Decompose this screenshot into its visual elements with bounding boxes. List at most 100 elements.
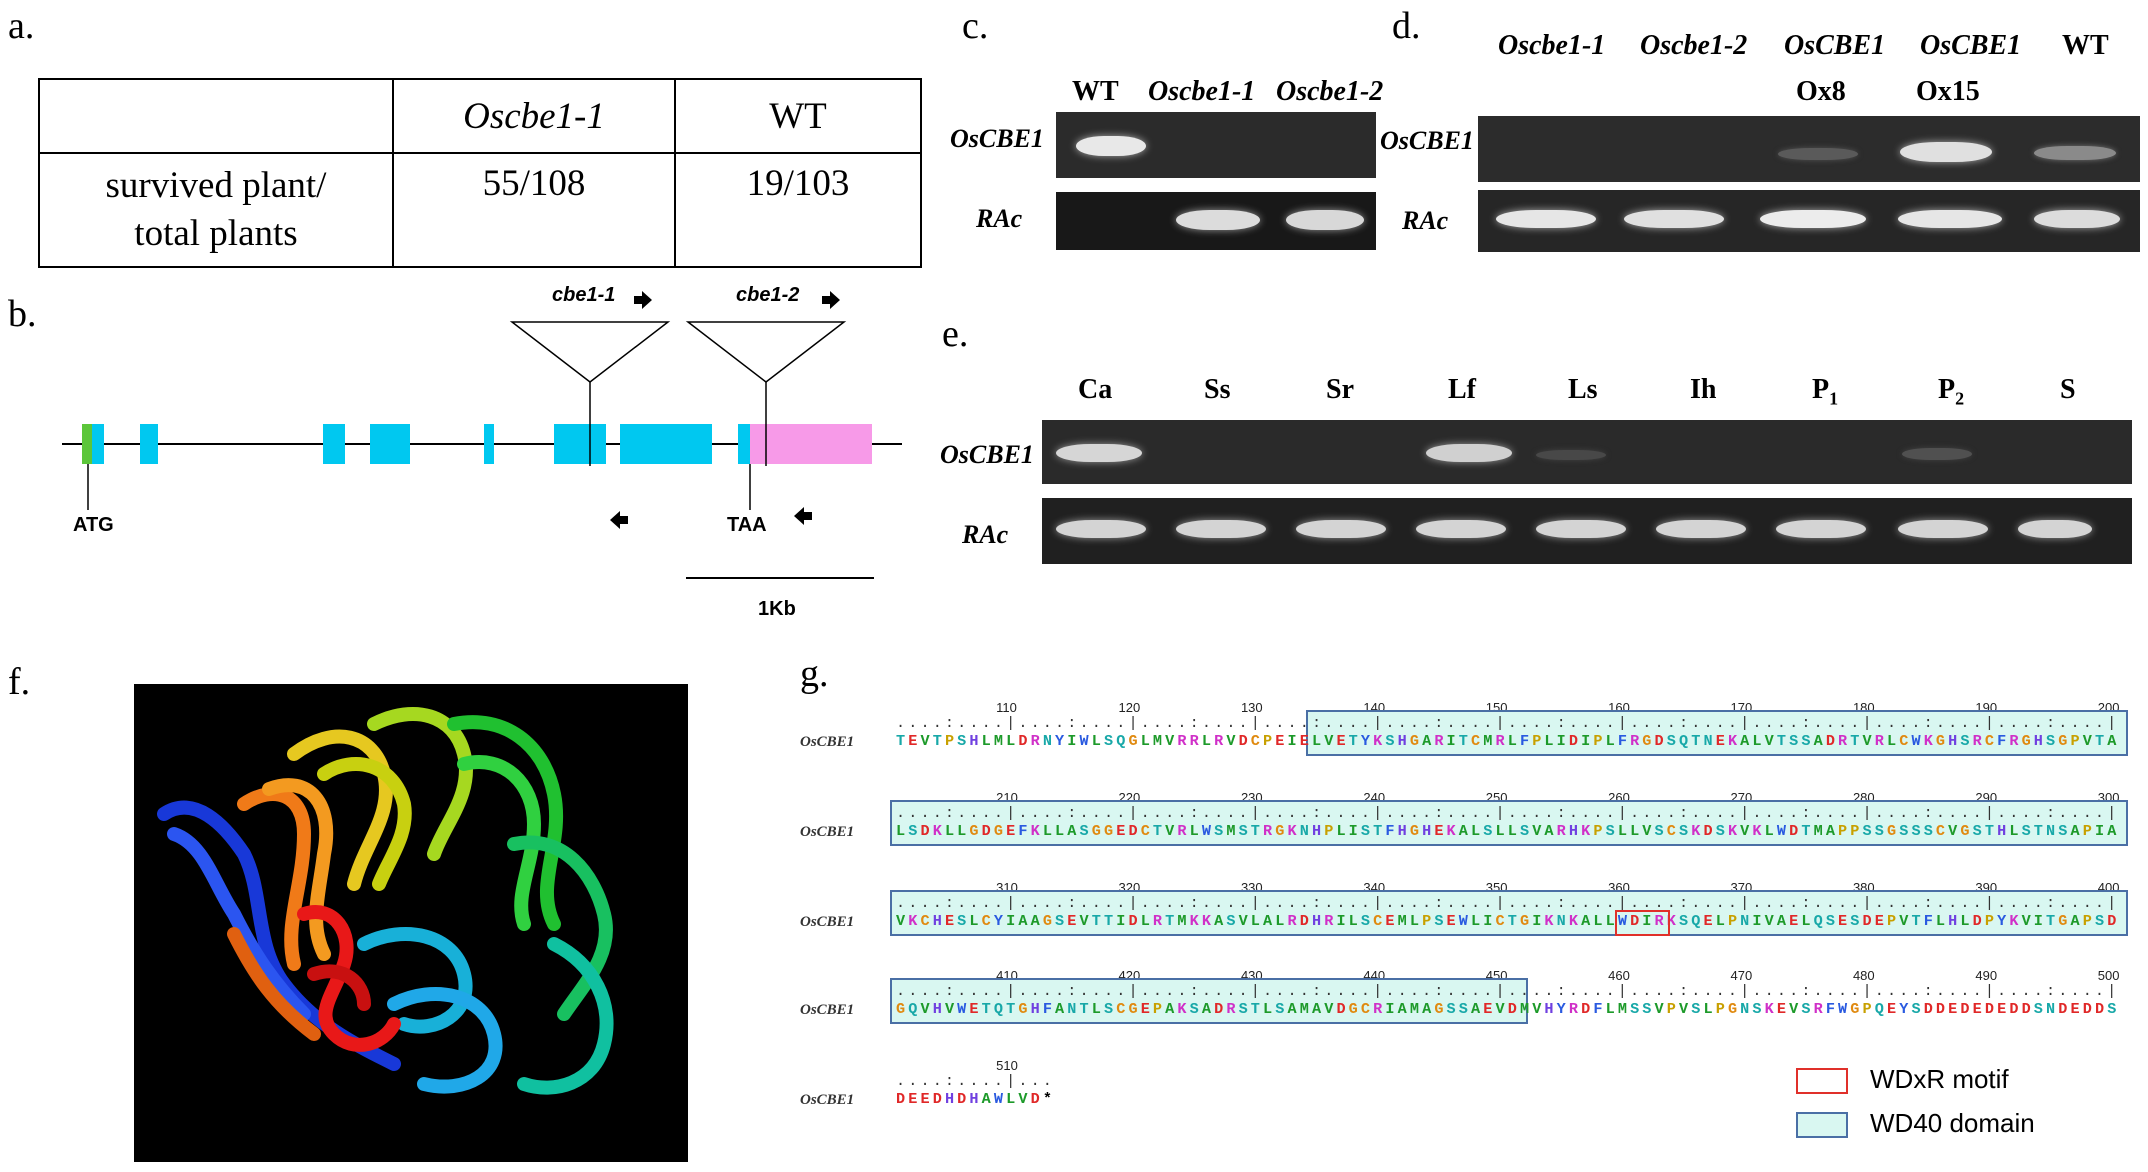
gel-d-lane-3-sub: Ox8 [1796, 76, 1846, 107]
ribbon-green-2 [457, 755, 542, 931]
legend-domain-label: WD40 domain [1870, 1108, 2035, 1138]
atg-label: ATG [73, 514, 114, 536]
gel-d-lane-5: WT [2062, 30, 2109, 61]
gel-e-lane-4: Ls [1568, 374, 1598, 405]
gel-d-rac-image [1478, 190, 2140, 252]
gel-e-lane-2: Sr [1326, 374, 1354, 405]
ruler-dots: ....:....|....:....|....:....|....:....|… [896, 714, 2120, 732]
gel-e-row-rac: RAc [962, 520, 1009, 549]
ribbon-yellow-2 [317, 757, 412, 891]
table-header-empty [38, 78, 394, 154]
row-label-line2: total plants [134, 213, 298, 254]
gel-c-oscbe1-image [1056, 112, 1376, 178]
gel-c-band-wt [1076, 136, 1146, 156]
sequence-name: OsCBE1 [800, 1002, 855, 1018]
sequence-residues: VKCHESLCYIAAGSEVTTIDLRTMKKASVLALRDHRILSC… [896, 912, 2120, 930]
ruler-tick-label: 110 [996, 700, 1017, 715]
gel-c-lane-mut1: Oscbe1-1 [1148, 76, 1256, 107]
gel-e-lane-7: P2 [1938, 374, 1965, 409]
sequence-name: OsCBE1 [800, 914, 855, 930]
gel-e-lane-8: S [2060, 374, 2076, 405]
gel-e-rac-band-7 [1898, 520, 1988, 538]
panel-label-e: e. [942, 313, 969, 355]
wd40-domain-box [890, 978, 1529, 1024]
gel-d-rac-band-5 [2034, 210, 2120, 228]
exon-3 [323, 424, 345, 464]
gel-c-rac-band-2 [1176, 210, 1260, 230]
sequence-name: OsCBE1 [800, 1092, 855, 1108]
gel-e-lane-1: Ss [1204, 374, 1231, 405]
primer-arrow-left-1-icon [610, 511, 628, 529]
ribbon-cyan [357, 927, 473, 1034]
gel-d-oscbe1-image [1478, 116, 2140, 182]
ruler-tick-label: 460 [1608, 968, 1630, 983]
sequence-residues: TEVTPSHLMLDRNYIWLSQGLMVRRLRVDCPEIELVETYK… [896, 732, 2120, 750]
gel-e-rac-band-5 [1656, 520, 1746, 538]
ribbon-orange-3 [227, 927, 321, 1041]
gel-c-lane-wt: WT [1072, 76, 1119, 107]
table-cell-mutant: 55/108 [392, 152, 676, 268]
table-row-label: survived plant/ total plants [38, 152, 394, 268]
gel-d-lane-3: OsCBE1 [1784, 30, 1886, 61]
gel-e-row-oscbe1: OsCBE1 [940, 440, 1034, 469]
ruler-tick-label: 470 [1730, 968, 1753, 983]
exon-5 [484, 424, 494, 464]
exon-7 [620, 424, 712, 464]
exon-2 [140, 424, 158, 464]
panel-label-d: d. [1392, 5, 1421, 47]
ruler-dots: ....:....|....:....|....:....|....:....|… [896, 804, 2120, 822]
ribbon-green [447, 715, 564, 931]
gel-d-rac-band-1 [1496, 210, 1596, 228]
gel-e-rac-band-4 [1536, 520, 1626, 538]
gel-e-lane-6: P1 [1812, 374, 1839, 409]
ruler-dots: ....:....|....:....|....:....|....:....|… [896, 982, 2120, 1000]
wd40-domain-box [890, 890, 2128, 936]
ribbon-lime [367, 707, 473, 861]
table-cell-wt: 19/103 [674, 152, 922, 268]
sequence-name: OsCBE1 [800, 824, 855, 840]
primer-arrow-right-2-icon [822, 291, 840, 309]
gel-d-rac-band-4 [1898, 210, 2002, 228]
ruler-tick-label: 130 [1240, 700, 1263, 715]
gel-d-row-oscbe1: OsCBE1 [1380, 126, 1474, 155]
gel-e-rac-band-1 [1176, 520, 1266, 538]
ribbon-green-3 [507, 835, 613, 1021]
panel-label-a: a. [8, 5, 35, 47]
gel-e-band-p2 [1902, 448, 1972, 460]
insertion-label-1: cbe1-1 [552, 284, 616, 306]
taa-label: TAA [727, 514, 767, 536]
insertion-triangle-2 [685, 321, 847, 383]
insertion-label-2: cbe1-2 [736, 284, 800, 306]
ruler-tick-label: 120 [1118, 700, 1141, 715]
exon-1 [92, 424, 104, 464]
legend-motif-label: WDxR motif [1870, 1064, 2009, 1094]
protein-structure-image [134, 684, 688, 1162]
row-label-line1: survived plant/ [105, 165, 327, 206]
gel-c-rac-band-3 [1286, 210, 1364, 230]
gel-d-rac-band-2 [1624, 210, 1724, 228]
exon-4 [370, 424, 410, 464]
gel-c-row-oscbe1: OsCBE1 [950, 124, 1044, 153]
gel-e-rac-band-8 [2018, 520, 2092, 538]
scale-label: 1Kb [758, 598, 796, 620]
primer-arrow-right-1-icon [634, 291, 652, 309]
ribbon-orange-2 [262, 778, 334, 961]
start-codon-exon [82, 424, 92, 464]
gel-d-row-rac: RAc [1402, 206, 1449, 235]
panel-label-f: f. [8, 661, 31, 703]
ribbon-red-2 [307, 964, 371, 1011]
gel-e-lane-3: Lf [1448, 374, 1476, 405]
gel-c-rac-image [1056, 192, 1376, 250]
exon-6 [554, 424, 606, 464]
gel-e-rac-band-2 [1296, 520, 1386, 538]
panel-label-b: b. [8, 293, 37, 335]
gene-structure-diagram [62, 291, 902, 579]
gel-d-band-ox15 [1900, 142, 1992, 162]
gel-e-lane-5: Ih [1690, 374, 1717, 405]
gel-e-lane-0: Ca [1078, 374, 1113, 405]
wdxr-motif-box [1615, 910, 1671, 936]
legend-domain-swatch [1796, 1112, 1848, 1138]
sequence-residues: LSDKLLGDGEFKLLASGGEDCTVRLWSMSTRGKNHPLIST… [896, 822, 2120, 840]
gel-e-band-ls [1536, 450, 1606, 460]
gel-d-lane-4: OsCBE1 [1920, 30, 2022, 61]
